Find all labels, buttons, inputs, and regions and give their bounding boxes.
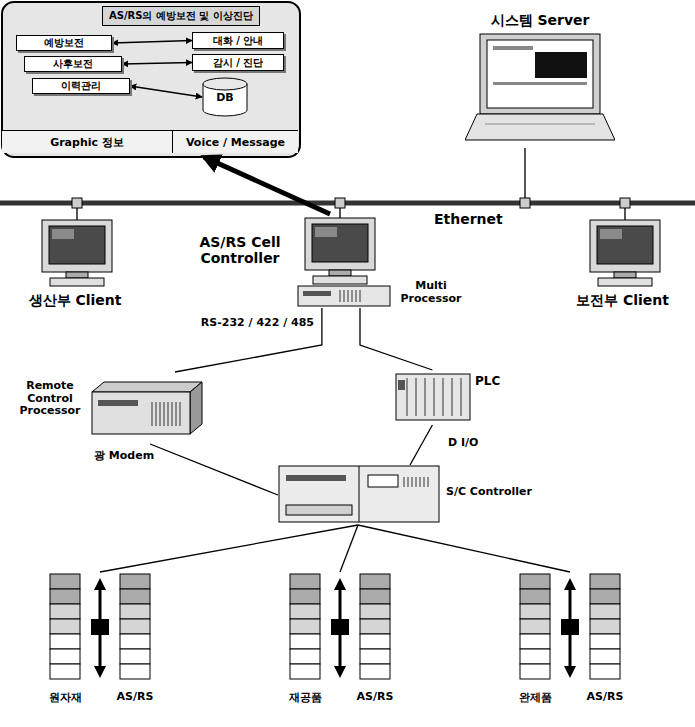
node-text: AS/RS의 예방보전 및 이상진단	[102, 6, 260, 26]
interface-label: RS-232 / 422 / 485	[199, 316, 316, 329]
function-box: 사후보전	[24, 56, 122, 72]
node-text: Multi Processor	[394, 280, 468, 305]
node-text: S/C Controller	[446, 485, 532, 498]
server-laptop-icon	[465, 12, 615, 148]
node-text: 생산부 Client	[10, 292, 140, 310]
node-text: 보전부 Client	[555, 292, 690, 310]
diagnosis-panel: AS/RS의 예방보전 및 이상진단예방보전사후보전이력관리 대화 / 안내감시 …	[2, 2, 300, 157]
function-box: 예방보전	[16, 35, 112, 51]
plc-unit: PLC	[395, 370, 505, 425]
connector-line	[130, 86, 202, 97]
node-text: AS/RS	[110, 690, 160, 703]
function-box: 대화 / 안내	[192, 32, 284, 49]
node-text: 재공품	[285, 690, 325, 705]
output-strip: Graphic 정보	[2, 130, 172, 153]
function-box: 이력관리	[32, 78, 130, 94]
stacker-crane-controller: S/C Controller	[278, 465, 528, 525]
server-laptop: 시스템 Server	[465, 12, 615, 148]
asrs-rack: 재공품AS/RS	[285, 572, 395, 712]
network-tap	[620, 198, 630, 208]
data-flow-arrow	[204, 157, 330, 214]
asrs-rack: 완제품AS/RS	[515, 572, 625, 712]
connector-line	[100, 525, 358, 572]
function-box: 감시 / 진단	[192, 54, 284, 71]
node-text: Graphic 정보	[50, 135, 124, 150]
node-text: AS/RS Cell Controller	[190, 234, 290, 266]
remote-control-processor: Remote Control Processor	[12, 372, 207, 444]
node-text: 원자재	[45, 690, 85, 705]
network-name: Ethernet	[432, 211, 505, 227]
panel-outline	[2, 2, 300, 157]
node-text: AS/RS	[580, 690, 630, 703]
network-tap	[72, 198, 82, 208]
node-text: Voice / Message	[186, 136, 285, 149]
link-label: D I/O	[446, 436, 480, 449]
node-text: 대화 / 안내	[213, 34, 264, 48]
asrs-rack: 원자재AS/RS	[45, 572, 155, 712]
link-label: 광 Modem	[92, 448, 156, 463]
network-tap	[335, 198, 345, 208]
output-strip: Voice / Message	[172, 130, 298, 153]
cell-controller: AS/RS Cell ControllerMulti Processor	[190, 214, 470, 308]
node-text: 이력관리	[61, 79, 101, 93]
node-text: 예방보전	[44, 36, 84, 50]
client-computer: 보전부 Client	[555, 216, 690, 316]
connector-line	[358, 525, 570, 572]
network-tap	[520, 198, 530, 208]
network-drop	[524, 148, 526, 203]
node-text: 완제품	[515, 690, 555, 705]
connector-line	[360, 308, 432, 370]
connector-line	[410, 425, 432, 465]
node-text: AS/RS	[350, 690, 400, 703]
connector-line	[175, 308, 322, 372]
connector-line	[112, 41, 192, 44]
connector-line	[340, 525, 358, 572]
ethernet-bus	[0, 201, 695, 206]
connector-line	[150, 444, 278, 495]
node-text: 시스템 Server	[465, 12, 615, 30]
database-cylinder: DB	[202, 77, 248, 117]
node-text: DB	[216, 91, 234, 104]
client-computer: 생산부 Client	[10, 216, 140, 316]
node-text: 감시 / 진단	[213, 56, 264, 70]
node-text: 사후보전	[53, 57, 93, 71]
connector-line	[122, 63, 192, 65]
node-text: Remote Control Processor	[12, 380, 88, 418]
node-text: PLC	[475, 374, 500, 388]
